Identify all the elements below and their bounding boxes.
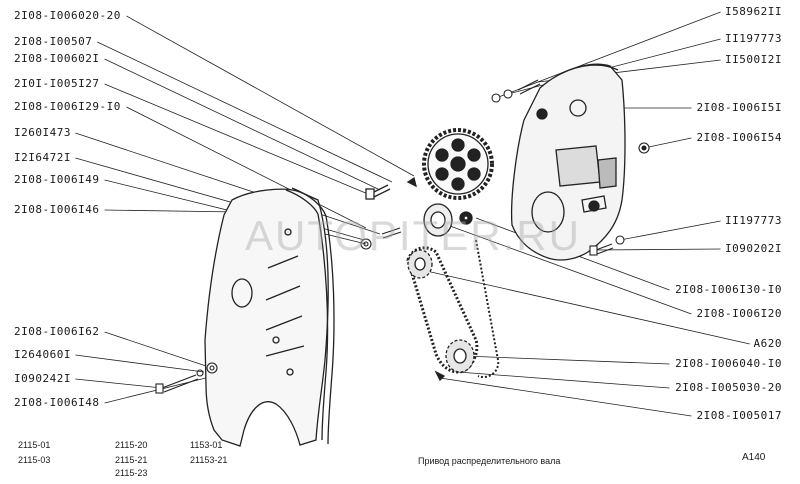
callout-label: I090202I xyxy=(725,242,782,255)
model-code: 21153-21 xyxy=(190,455,228,465)
callout-label: 2I08-I005030-20 xyxy=(675,381,782,394)
callout-label: 2I08-I005017 xyxy=(696,409,782,422)
callout-label: I090242I xyxy=(14,372,71,385)
leader-line xyxy=(619,220,721,241)
callout-label: 2I08-I006I54 xyxy=(696,131,782,144)
front-timing-cover xyxy=(204,187,335,447)
callout-label: 2I08-I006I49 xyxy=(14,173,100,186)
callout-label: 2I08-I006I30-I0 xyxy=(675,283,782,296)
leader-line xyxy=(126,106,367,229)
callout-label: A620 xyxy=(753,337,782,350)
leader-line xyxy=(643,137,692,149)
callout-label: 2I0I-I005I27 xyxy=(14,77,100,90)
leader-line xyxy=(421,269,750,345)
callout-label: II197773 xyxy=(725,214,782,227)
callout-label: 2I08-I006020-20 xyxy=(14,9,121,22)
cover-fasteners xyxy=(155,227,402,394)
crankshaft-sprocket xyxy=(434,339,475,382)
leader-line xyxy=(126,15,415,177)
callout-label: I58962II xyxy=(725,5,782,18)
rear-timing-cover xyxy=(510,63,626,261)
callout-label: I260I473 xyxy=(14,126,71,139)
leader-line xyxy=(97,41,393,183)
leader-line xyxy=(104,58,381,191)
leader-line xyxy=(75,354,205,373)
leader-line xyxy=(463,355,670,365)
callout-label: 2I08-I006I46 xyxy=(14,203,100,216)
leader-line xyxy=(495,11,721,99)
leader-line xyxy=(104,331,213,369)
leader-line xyxy=(439,377,692,417)
callout-label: 2I08-I00602I xyxy=(14,52,100,65)
callout-label: I264060I xyxy=(14,348,71,361)
leader-line xyxy=(75,132,381,235)
model-code: 2115-20 xyxy=(115,440,148,450)
callout-label: I2I6472I xyxy=(14,151,71,164)
callout-label: II197773 xyxy=(725,32,782,45)
diagram-title: Привод распределительного вала xyxy=(418,456,561,466)
sheet-number: A140 xyxy=(742,452,766,463)
leader-line xyxy=(75,378,163,389)
callout-label: 2I08-I006I5I xyxy=(696,101,782,114)
model-list-col2: 2115-20 2115-21 2115-23 xyxy=(115,440,147,479)
callout-label: 2I08-I006I20 xyxy=(696,307,782,320)
callout-label: 2I08-I006040-I0 xyxy=(675,357,782,370)
model-list-col1: 2115-01 2115-03 xyxy=(18,440,50,466)
tensioner-roller xyxy=(423,203,473,237)
idler-pulley xyxy=(407,249,433,279)
callout-label: 2I08-I006I29-I0 xyxy=(14,100,121,113)
model-code: 2115-03 xyxy=(18,455,51,465)
model-list-col3: 1153-01 21153-21 xyxy=(190,440,227,466)
leader-line xyxy=(104,83,369,195)
model-code: 2115-21 xyxy=(115,455,148,465)
callout-label: 2I08-I006I48 xyxy=(14,396,100,409)
camshaft-sprocket xyxy=(365,128,494,200)
watermark: AUTOPITER.RU xyxy=(245,212,581,259)
model-code: 2115-23 xyxy=(115,468,148,478)
model-code: 2115-01 xyxy=(18,440,51,450)
callout-label: 2I08-I00507 xyxy=(14,35,93,48)
model-code: 1153-01 xyxy=(190,440,223,450)
callout-label: II500I2I xyxy=(725,53,782,66)
rear-fasteners xyxy=(491,79,650,256)
leader-line xyxy=(104,209,239,213)
callout-label: 2I08-I006I62 xyxy=(14,325,100,338)
leader-line xyxy=(595,248,721,251)
leader-line xyxy=(449,225,692,315)
